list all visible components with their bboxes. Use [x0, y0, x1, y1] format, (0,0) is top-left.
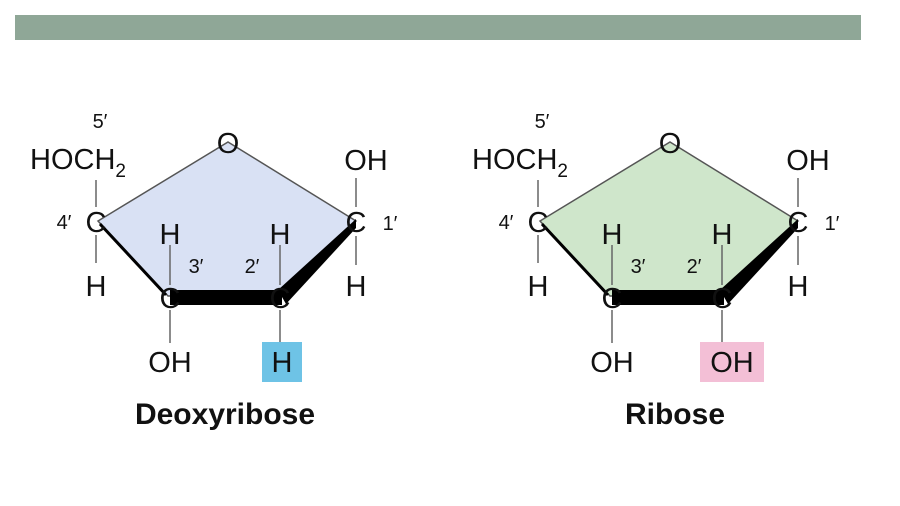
bond-c4-c3: [98, 222, 168, 297]
c3-prime-label: 3′: [189, 256, 204, 278]
deoxyribose-title: Deoxyribose: [134, 398, 316, 431]
bond-c3-c2: [170, 290, 282, 305]
c3-hydroxyl: OH: [148, 347, 192, 379]
c2-prime-label: 2′: [245, 256, 260, 278]
ribose-c2-highlight: [700, 342, 764, 382]
slide-header-bar: [15, 15, 861, 40]
c1-hydrogen: H: [788, 271, 809, 303]
c4-carbon: C: [86, 207, 107, 239]
c2-substituent: H: [272, 347, 293, 379]
c1-prime-label: 1′: [825, 213, 840, 235]
c2-carbon: C: [270, 283, 291, 315]
c3-hydroxyl: OH: [590, 347, 634, 379]
c4-prime-label: 4′: [499, 212, 514, 234]
c4-carbon: C: [528, 207, 549, 239]
c4-hydrogen: H: [528, 271, 549, 303]
c1-hydroxyl: OH: [344, 145, 388, 177]
bond-c4-c3: [540, 222, 610, 297]
ring-oxygen: O: [217, 128, 240, 160]
ring-oxygen: O: [659, 128, 682, 160]
deoxyribose-ring: [96, 141, 358, 297]
c1-carbon: C: [788, 207, 809, 239]
deoxyribose-c2-highlight: [262, 342, 302, 382]
deoxyribose-structure: O HOCH2 5′ C 4′ H H 3′ C OH H 2′ C H OH …: [30, 111, 398, 382]
ribose-ring: [538, 141, 800, 297]
ribose-structure: O HOCH2 5′ C 4′ H H 3′ C OH H 2′ C OH OH…: [472, 111, 840, 382]
c5-group: HOCH2: [30, 144, 126, 182]
c5-prime-label: 5′: [535, 111, 550, 133]
c4-hydrogen: H: [86, 271, 107, 303]
c2-substituent: OH: [710, 347, 754, 379]
c3-carbon: C: [160, 283, 181, 315]
ribose-title: Ribose: [624, 398, 726, 431]
c3-hydrogen: H: [160, 219, 181, 251]
c1-prime-label: 1′: [383, 213, 398, 235]
bond-c2-c1: [720, 219, 798, 304]
c2-prime-label: 2′: [687, 256, 702, 278]
c3-hydrogen: H: [602, 219, 623, 251]
bond-c3-c2: [612, 290, 724, 305]
c1-carbon: C: [346, 207, 367, 239]
c3-carbon: C: [602, 283, 623, 315]
c5-group: HOCH2: [472, 144, 568, 182]
c2-hydrogen: H: [270, 219, 291, 251]
c1-hydroxyl: OH: [786, 145, 830, 177]
c1-hydrogen: H: [346, 271, 367, 303]
c4-prime-label: 4′: [57, 212, 72, 234]
bond-c2-c1: [278, 219, 356, 304]
c3-prime-label: 3′: [631, 256, 646, 278]
c5-prime-label: 5′: [93, 111, 108, 133]
c2-carbon: C: [712, 283, 733, 315]
c2-hydrogen: H: [712, 219, 733, 251]
